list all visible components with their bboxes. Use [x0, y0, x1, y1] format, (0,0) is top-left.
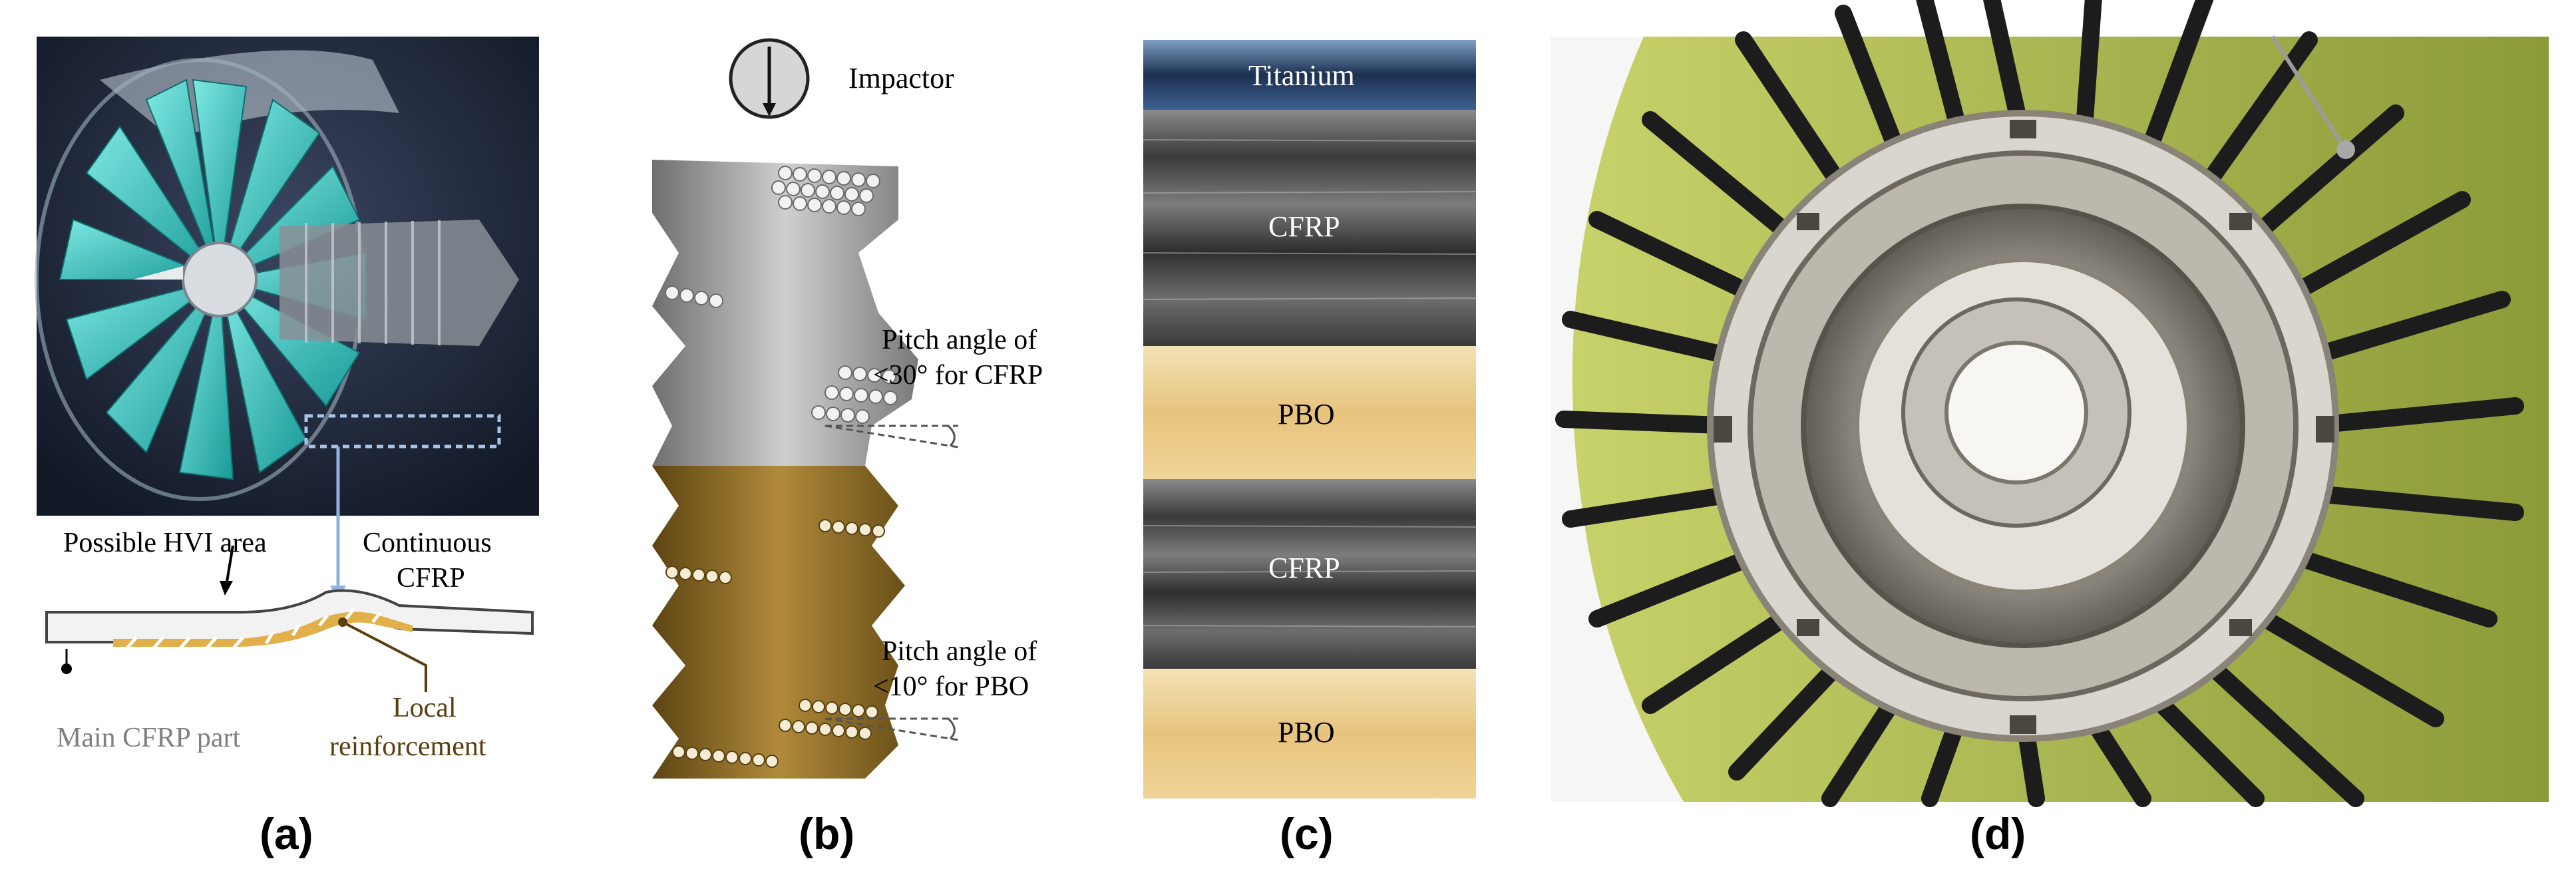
engine-cutaway-image: [35, 37, 539, 692]
panel-d: (d): [1531, 0, 2576, 889]
panel-a-label: (a): [260, 809, 313, 858]
panel-c: Titanium CFRP PBO CFRP PBO (c): [1143, 0, 1479, 889]
label-continuous: Continuous: [363, 528, 492, 558]
label-pitch-cfrp-1: Pitch angle of: [882, 325, 1037, 355]
layer-label-cfrp-2: CFRP: [1268, 552, 1340, 584]
panel-c-label: (c): [1280, 809, 1334, 858]
label-cfrp: CFRP: [397, 563, 465, 594]
layer-label-titanium: Titanium: [1248, 59, 1355, 92]
label-reinforcement: reinforcement: [329, 731, 486, 762]
label-main-cfrp-part: Main CFRP part: [57, 723, 241, 753]
panel-b-label: (b): [799, 809, 855, 858]
panel-d-label: (d): [1970, 809, 2026, 858]
layer-label-pbo-1: PBO: [1278, 398, 1335, 431]
label-pitch-pbo-1: Pitch angle of: [882, 636, 1037, 667]
panel-b: Impactor Pitch angle of <30° for CFRP Pi…: [586, 0, 1118, 889]
label-local: Local: [393, 693, 457, 723]
label-pitch-pbo-2: <10° for PBO: [873, 671, 1029, 702]
fan-photo: [1551, 0, 2549, 807]
fiber-stack-diagram: [652, 38, 959, 779]
panel-a: Possible HVI area Continuous CFRP Main C…: [0, 0, 586, 889]
label-possible-hvi-area: Possible HVI area: [63, 528, 267, 558]
layer-label-cfrp-1: CFRP: [1268, 210, 1340, 243]
cfrp-fiber-stack: [652, 160, 918, 466]
label-impactor: Impactor: [848, 62, 954, 94]
pbo-fiber-stack: [652, 466, 905, 779]
cross-section-micrograph: [1143, 40, 1477, 799]
label-pitch-cfrp-2: <30° for CFRP: [873, 360, 1043, 391]
layer-label-pbo-2: PBO: [1278, 716, 1335, 749]
